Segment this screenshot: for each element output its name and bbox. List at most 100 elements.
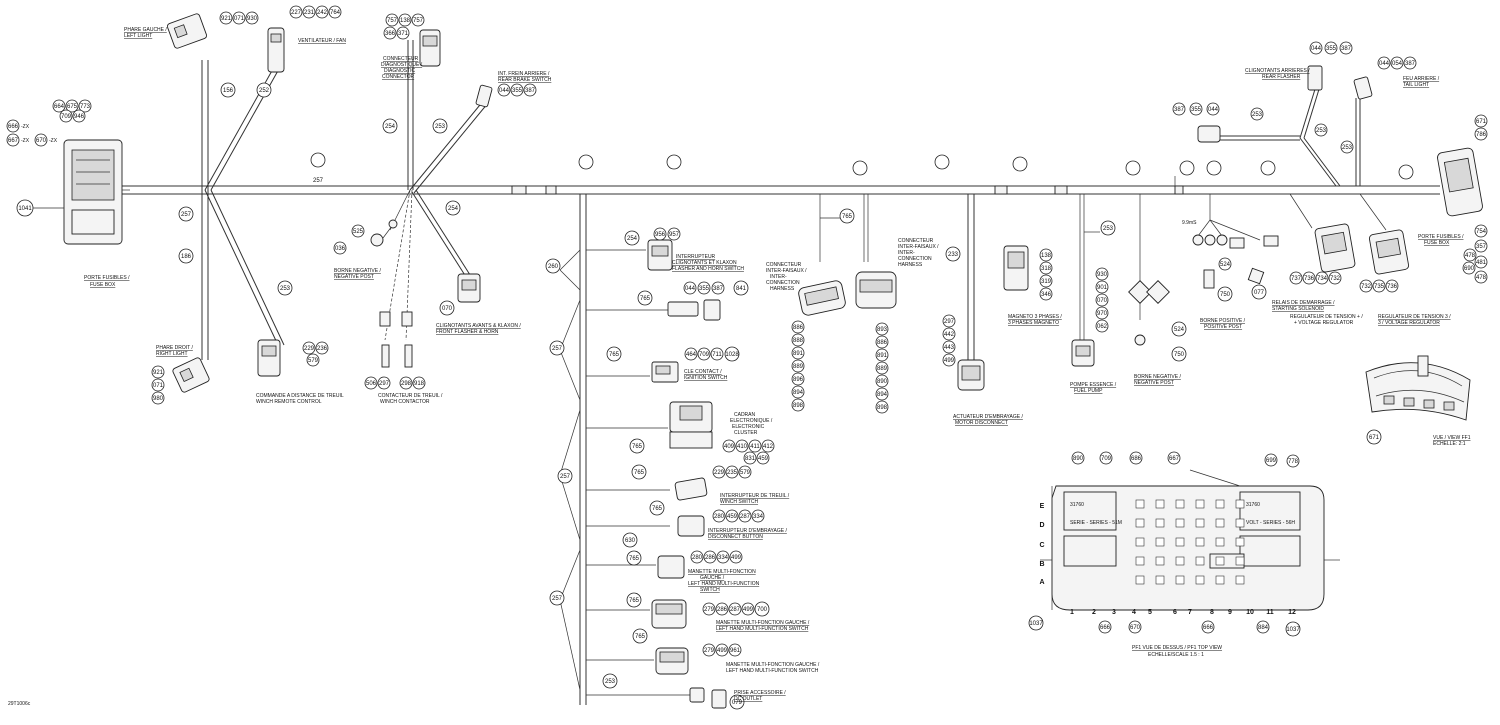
component-label: 3 / VOLTAGE REGULATOR: [1378, 320, 1440, 326]
disconnect-button: 280 459 287 334 INTERRUPTEUR D'EMBRAYAGE…: [677, 509, 787, 540]
component-label: CONTACTEUR DE TREUIL /: [378, 393, 443, 399]
bubble-label: 579: [308, 358, 319, 364]
component-label: FEU ARRIERE /: [1403, 76, 1440, 82]
ecm-col-label: 10: [1246, 609, 1254, 616]
fan-connector: 227 231 242 764 VENTILATEUR / FAN: [267, 5, 346, 73]
bubble-label: 499: [731, 555, 742, 561]
bubble-label: 387: [1405, 61, 1416, 67]
component-label: DISCONNECT BUTTON: [708, 534, 763, 540]
component-label: 3 PHASES MAGNETO: [1008, 320, 1059, 326]
bubble-label: 667: [1169, 456, 1180, 462]
bubble-label: 946: [74, 114, 85, 120]
bubble-label: 890: [877, 379, 888, 385]
bubble-label: 1041: [18, 206, 32, 212]
component-label: SWITCH: [700, 587, 720, 593]
component-label: DC OUTLET: [734, 696, 762, 702]
bubble-label: 280: [692, 555, 703, 561]
bubble-label: 1037: [1029, 621, 1043, 627]
flasher-horn-switch: 956 957 INTERRUPTEUR CLIGNOTANTS ET KLAX…: [647, 227, 744, 272]
component-label: INTER-: [898, 250, 915, 256]
component-label: PHARE GAUCHE /: [124, 27, 167, 33]
bubble-label: 036: [335, 246, 346, 252]
segment-label: 765: [629, 598, 640, 604]
bubble-label: 737: [1291, 276, 1302, 282]
bubble-label: 664: [54, 104, 65, 110]
bubble-label: 070: [1097, 298, 1108, 304]
ecm-cavity: [1235, 556, 1245, 566]
bubble-label: 525: [353, 229, 364, 235]
ecm-cavity: [1175, 537, 1185, 547]
bubble-label: 757: [413, 18, 424, 24]
component-label: FUEL PUMP: [1074, 388, 1103, 394]
component-label: LEFT HAND MULTI-FUNCTION SWITCH: [726, 668, 819, 674]
main-segment-bubbles: [310, 152, 1414, 180]
bubble-label: 499: [717, 648, 728, 654]
ecm-cavity: [1175, 499, 1185, 509]
bubble-label: 831: [745, 456, 756, 462]
bubble-label: 054: [1392, 61, 1403, 67]
bubble-label: 841: [736, 286, 747, 292]
bubble-label: 675: [67, 104, 78, 110]
ignition-switch: 464 709 711 1028 CLE CONTACT / IGNITION …: [651, 346, 740, 383]
ecm-col-label: 7: [1188, 609, 1192, 616]
bubble-label: 387: [1341, 46, 1352, 52]
segment-label: 257: [181, 212, 192, 218]
bubble-label: 355: [1326, 46, 1337, 52]
component-label: + VOLTAGE REGULATOR: [1294, 320, 1354, 326]
ecm-cavity: [1135, 575, 1145, 585]
bubble-label: 231: [304, 10, 315, 16]
ecm-cavity: [1175, 556, 1185, 566]
ecm-cavity: [1215, 575, 1225, 585]
relay-label: 9.9mS: [1182, 220, 1197, 226]
bubble-label: 896: [793, 377, 804, 383]
ecm-row-label: E: [1040, 503, 1045, 510]
bubble-label: 524: [1220, 262, 1231, 268]
component-label: CONNECTION: [766, 280, 800, 286]
bubble-label: 734: [1317, 276, 1328, 282]
ecm-cavity: [1155, 556, 1165, 566]
ecm-col-label: 9: [1228, 609, 1232, 616]
bubble-label: 890: [1073, 456, 1084, 462]
ecm-cavity: [1215, 537, 1225, 547]
ecm-label: SERIE - SERIES - 51M: [1070, 520, 1122, 526]
component-label: REGULATEUR DE TENSION 3 /: [1378, 314, 1451, 320]
ecm-bubbles: 890 709 686 667 699 778 1037 666 670 666…: [1028, 451, 1301, 637]
ecm-title: PF1 VUE DE DESSUS / PF1 TOP VIEW ECHELLE…: [1132, 645, 1222, 658]
bubble-label: 355: [1191, 107, 1202, 113]
ecm-cavity: [1235, 575, 1245, 585]
component-label: POMPE ESSENCE /: [1070, 382, 1117, 388]
ecm-row-label: B: [1039, 561, 1044, 568]
bubble-label: 884: [1258, 625, 1269, 631]
right-light-connector: 921 071 980 PHARE DROIT / RIGHT LIGHT: [151, 345, 210, 405]
ecm-col-label: 12: [1288, 609, 1296, 616]
clutch-actuator: 233 297 442 443 499 ACTUATEUR D'EMBRAYAG…: [942, 194, 1023, 426]
bubble-label: 732: [1330, 276, 1341, 282]
bubble-label: 506: [366, 381, 377, 387]
ecm-label: 31760: [1246, 502, 1260, 508]
bubble-label: 666: [1203, 625, 1214, 631]
segment-label: 156: [223, 88, 234, 94]
segment-label: 233: [948, 252, 959, 258]
component-label: CONNECTOR: [382, 74, 415, 80]
component-label: PORTE FUSIBLES /: [84, 275, 130, 281]
component-label: INTER-FAISAUX /: [766, 268, 807, 274]
bubble-label: 044: [1311, 46, 1322, 52]
bubble-label: 886: [877, 340, 888, 346]
component-label: LEFT LIGHT: [124, 33, 152, 39]
bubble-label: 071: [153, 383, 164, 389]
component-label: ELECTRONIQUE /: [730, 418, 773, 424]
bubble-tag: -ZX: [49, 138, 58, 144]
bubble-label: 901: [1097, 285, 1108, 291]
component-label: HARNESS: [770, 286, 795, 292]
component-label: CLIGNOTANTS AVANTS & KLAXON /: [436, 323, 521, 329]
component-label: DIAGNOSTIC: [384, 68, 416, 74]
bubble-label: 236: [317, 346, 328, 352]
component-label: INTER-: [770, 274, 787, 280]
bubble-label: 229: [714, 470, 725, 476]
component-label: REAR FLASHER: [1262, 74, 1301, 80]
tail-light: 044 054 387 FEU ARRIERE / TAIL LIGHT: [1377, 56, 1440, 88]
bubble-label: 079: [732, 700, 743, 706]
ecm-label: 31760: [1070, 502, 1084, 508]
ecm-cavity: [1235, 499, 1245, 509]
segment-label: 253: [1252, 112, 1263, 118]
